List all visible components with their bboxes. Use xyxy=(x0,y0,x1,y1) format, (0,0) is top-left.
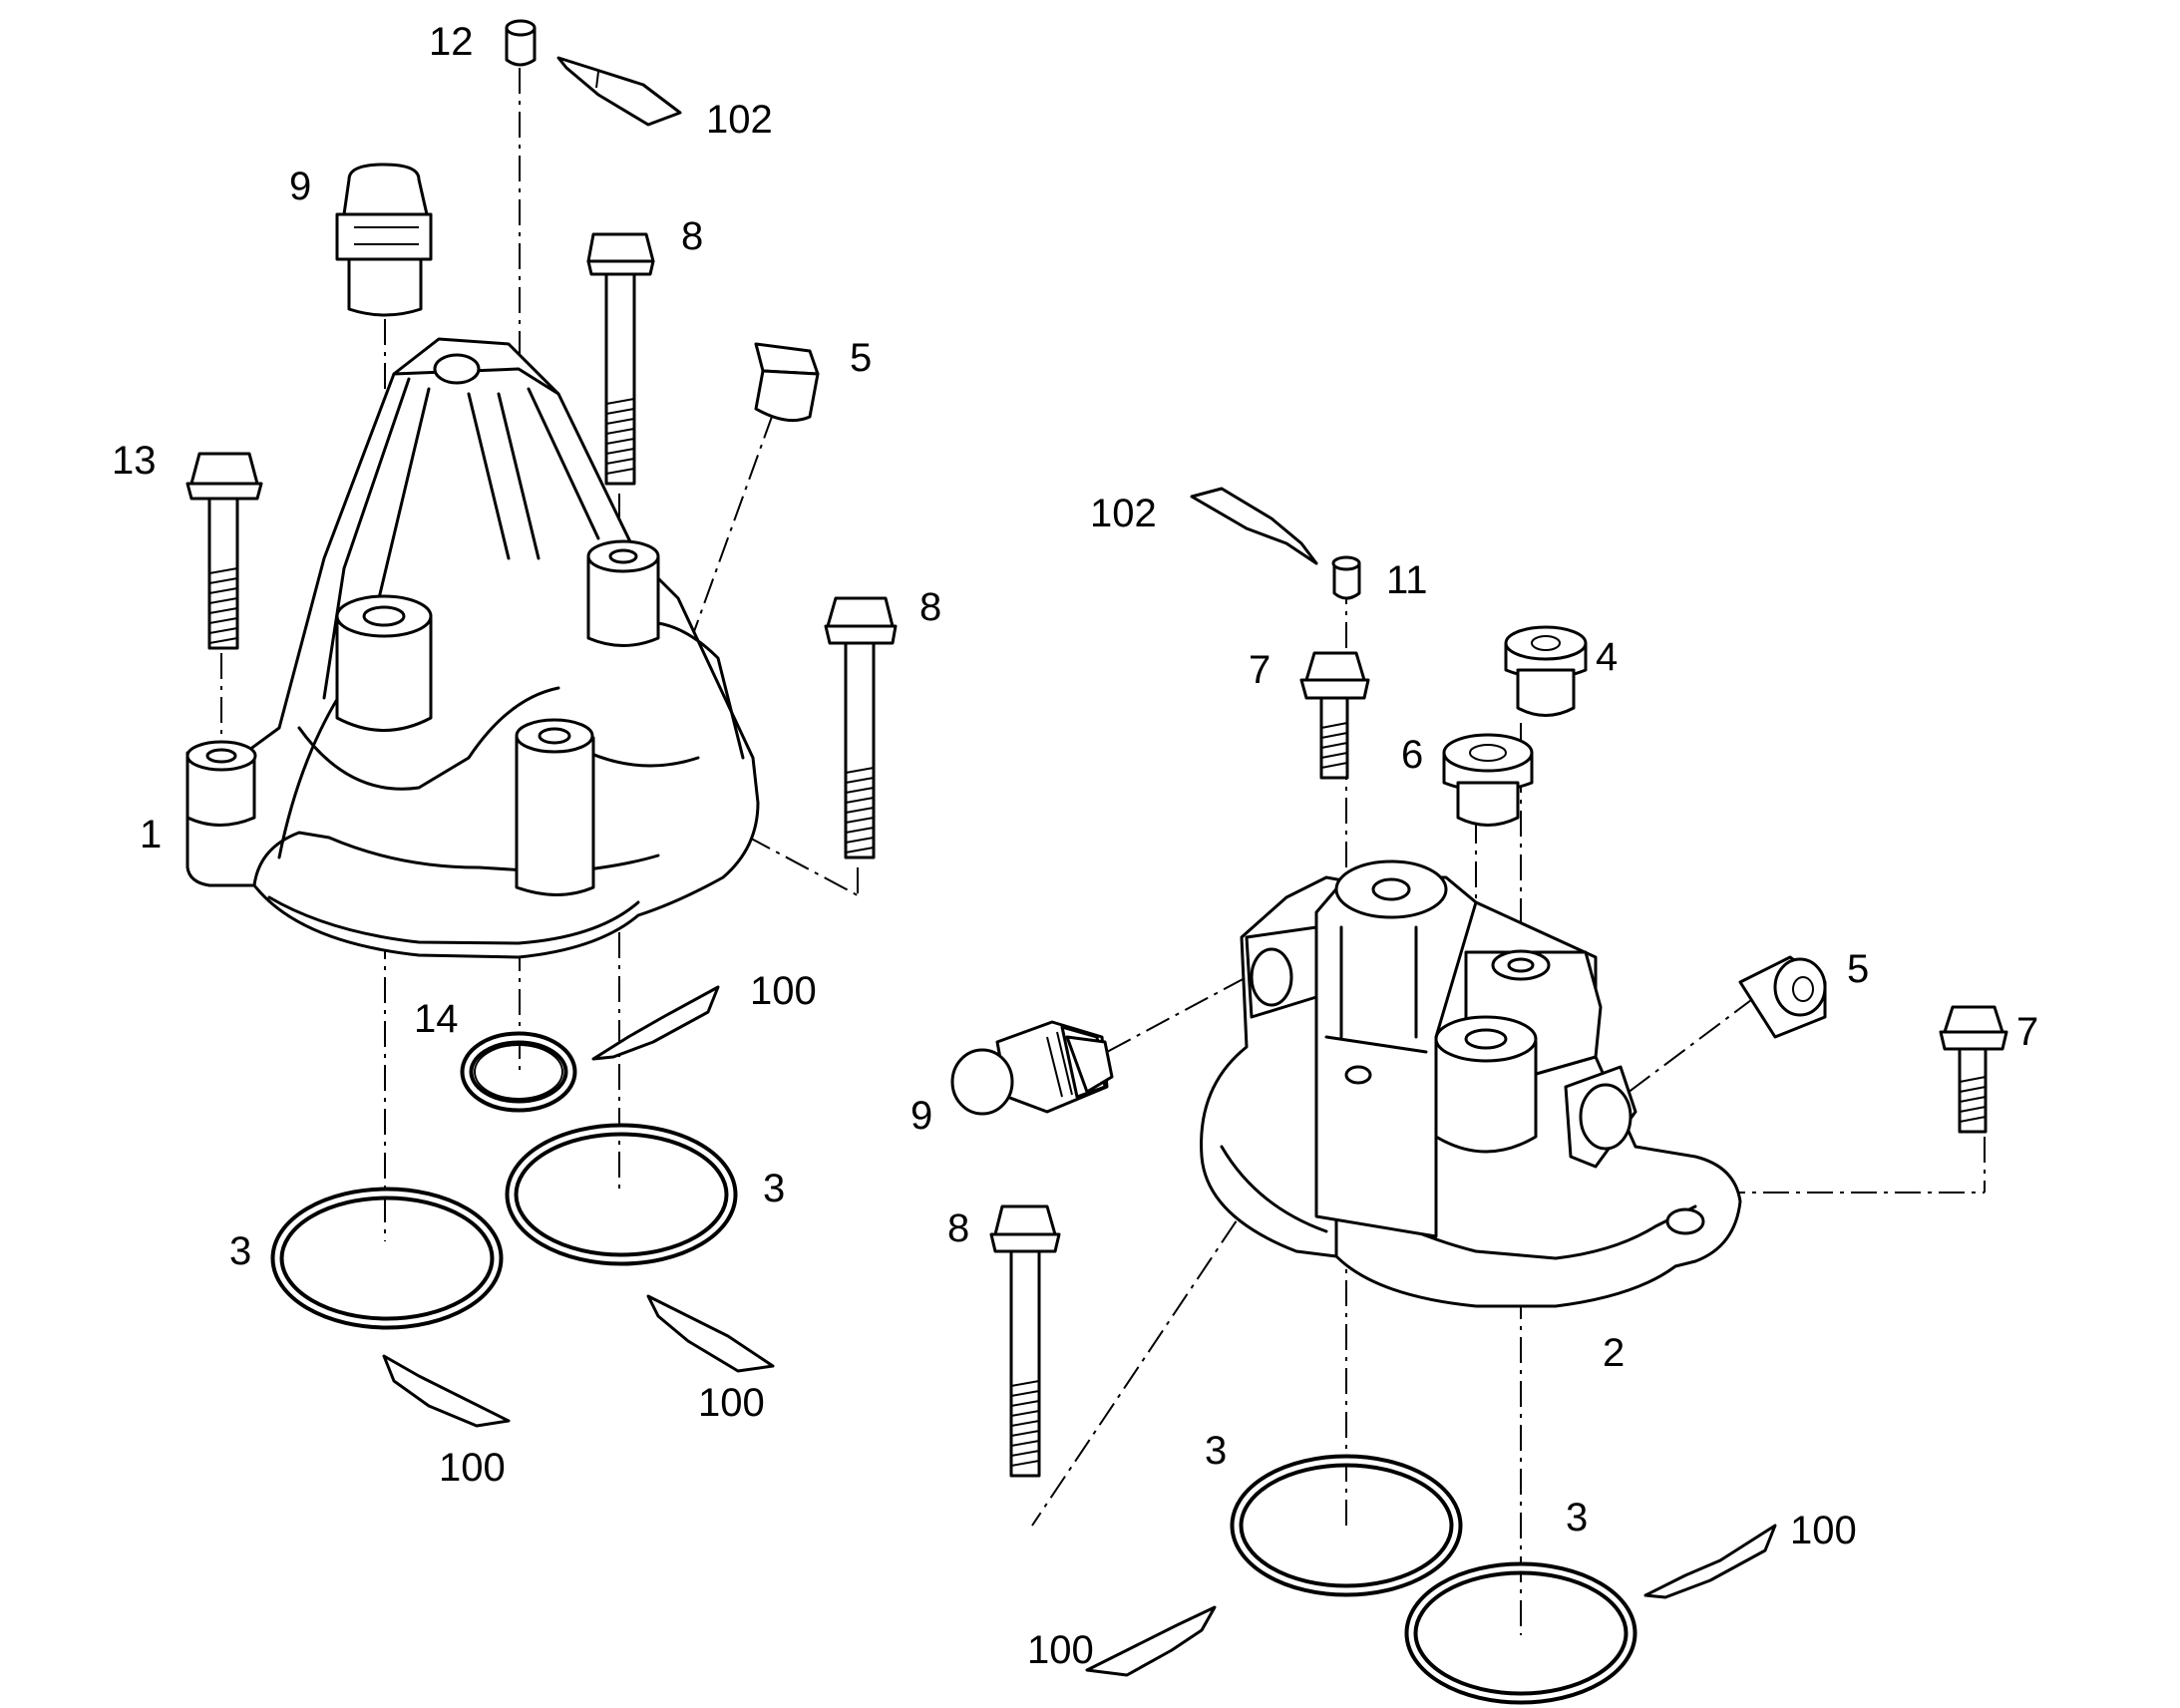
sealant-tube-100-right-a xyxy=(1643,1524,1777,1599)
callout-13: 13 xyxy=(112,439,157,483)
sleeve-part-11 xyxy=(1331,555,1361,600)
sleeve-part-12 xyxy=(505,19,537,67)
callout-5-left: 5 xyxy=(850,336,872,380)
callout-6: 6 xyxy=(1401,733,1423,777)
callout-3-right-a: 3 xyxy=(1205,1429,1227,1473)
sealing-ring-part-14 xyxy=(460,1031,577,1113)
right-housing-part-2 xyxy=(1200,859,1742,1308)
plug-part-5-left xyxy=(754,342,820,423)
callout-3-left-b: 3 xyxy=(763,1167,785,1210)
callout-100-left-b: 100 xyxy=(698,1381,765,1425)
plug-part-9-right xyxy=(950,1020,1114,1116)
sealant-tube-100-right-b xyxy=(1085,1605,1217,1677)
callout-9-right: 9 xyxy=(910,1094,932,1138)
callout-8-right: 8 xyxy=(947,1206,969,1250)
callout-3-left-a: 3 xyxy=(229,1229,251,1273)
bolt-part-13 xyxy=(185,452,263,650)
callout-11: 11 xyxy=(1386,558,1428,602)
callout-8-left-right: 8 xyxy=(919,585,941,629)
callout-7-right: 7 xyxy=(2016,1010,2038,1054)
bolt-part-8-left-top xyxy=(586,232,655,486)
left-assembly xyxy=(185,19,898,1428)
plug-part-5-right xyxy=(1738,955,1827,1039)
o-ring-part-3-left-a xyxy=(270,1187,504,1330)
callout-102-right: 102 xyxy=(1090,492,1157,535)
sealant-tube-100-left-a xyxy=(591,985,720,1061)
o-ring-part-3-right-a xyxy=(1230,1454,1463,1597)
bolt-part-7-right xyxy=(1939,1005,2008,1134)
sealant-tube-100-left-b xyxy=(646,1294,775,1373)
callout-102-left: 102 xyxy=(706,98,773,142)
plug-part-9-left xyxy=(335,163,433,317)
o-ring-part-3-right-b xyxy=(1404,1561,1637,1705)
callout-14: 14 xyxy=(414,997,459,1041)
callout-100-right-a: 100 xyxy=(1790,1509,1857,1552)
callout-100-left-c: 100 xyxy=(439,1446,506,1490)
callout-100-right-b: 100 xyxy=(1027,1628,1094,1672)
callout-3-right-b: 3 xyxy=(1566,1496,1588,1539)
sealant-tube-102-right xyxy=(1190,487,1318,565)
callout-4: 4 xyxy=(1596,635,1618,679)
bolt-part-8-left-right xyxy=(824,596,898,859)
callout-100-left-a: 100 xyxy=(750,969,817,1013)
sealant-tube-100-left-c xyxy=(382,1354,511,1428)
callout-7-top: 7 xyxy=(1249,648,1271,692)
callout-2: 2 xyxy=(1603,1331,1625,1375)
callout-12: 12 xyxy=(429,20,474,64)
callout-1: 1 xyxy=(140,813,162,856)
bolt-part-7-top xyxy=(1299,651,1370,780)
callout-5-right: 5 xyxy=(1847,947,1869,991)
bolt-part-8-right xyxy=(989,1204,1061,1478)
callout-8-left-top: 8 xyxy=(681,214,703,258)
sealant-tube-102-left xyxy=(556,56,682,127)
o-ring-part-3-left-b xyxy=(505,1123,738,1266)
callout-9-left: 9 xyxy=(289,165,311,208)
left-housing-part-1 xyxy=(185,337,760,959)
right-assembly xyxy=(950,487,2008,1705)
callout-labels: 12 102 9 8 5 13 8 1 14 100 3 3 100 100 1… xyxy=(112,20,2038,1672)
plug-part-4 xyxy=(1504,625,1588,717)
plug-part-6 xyxy=(1442,733,1534,827)
